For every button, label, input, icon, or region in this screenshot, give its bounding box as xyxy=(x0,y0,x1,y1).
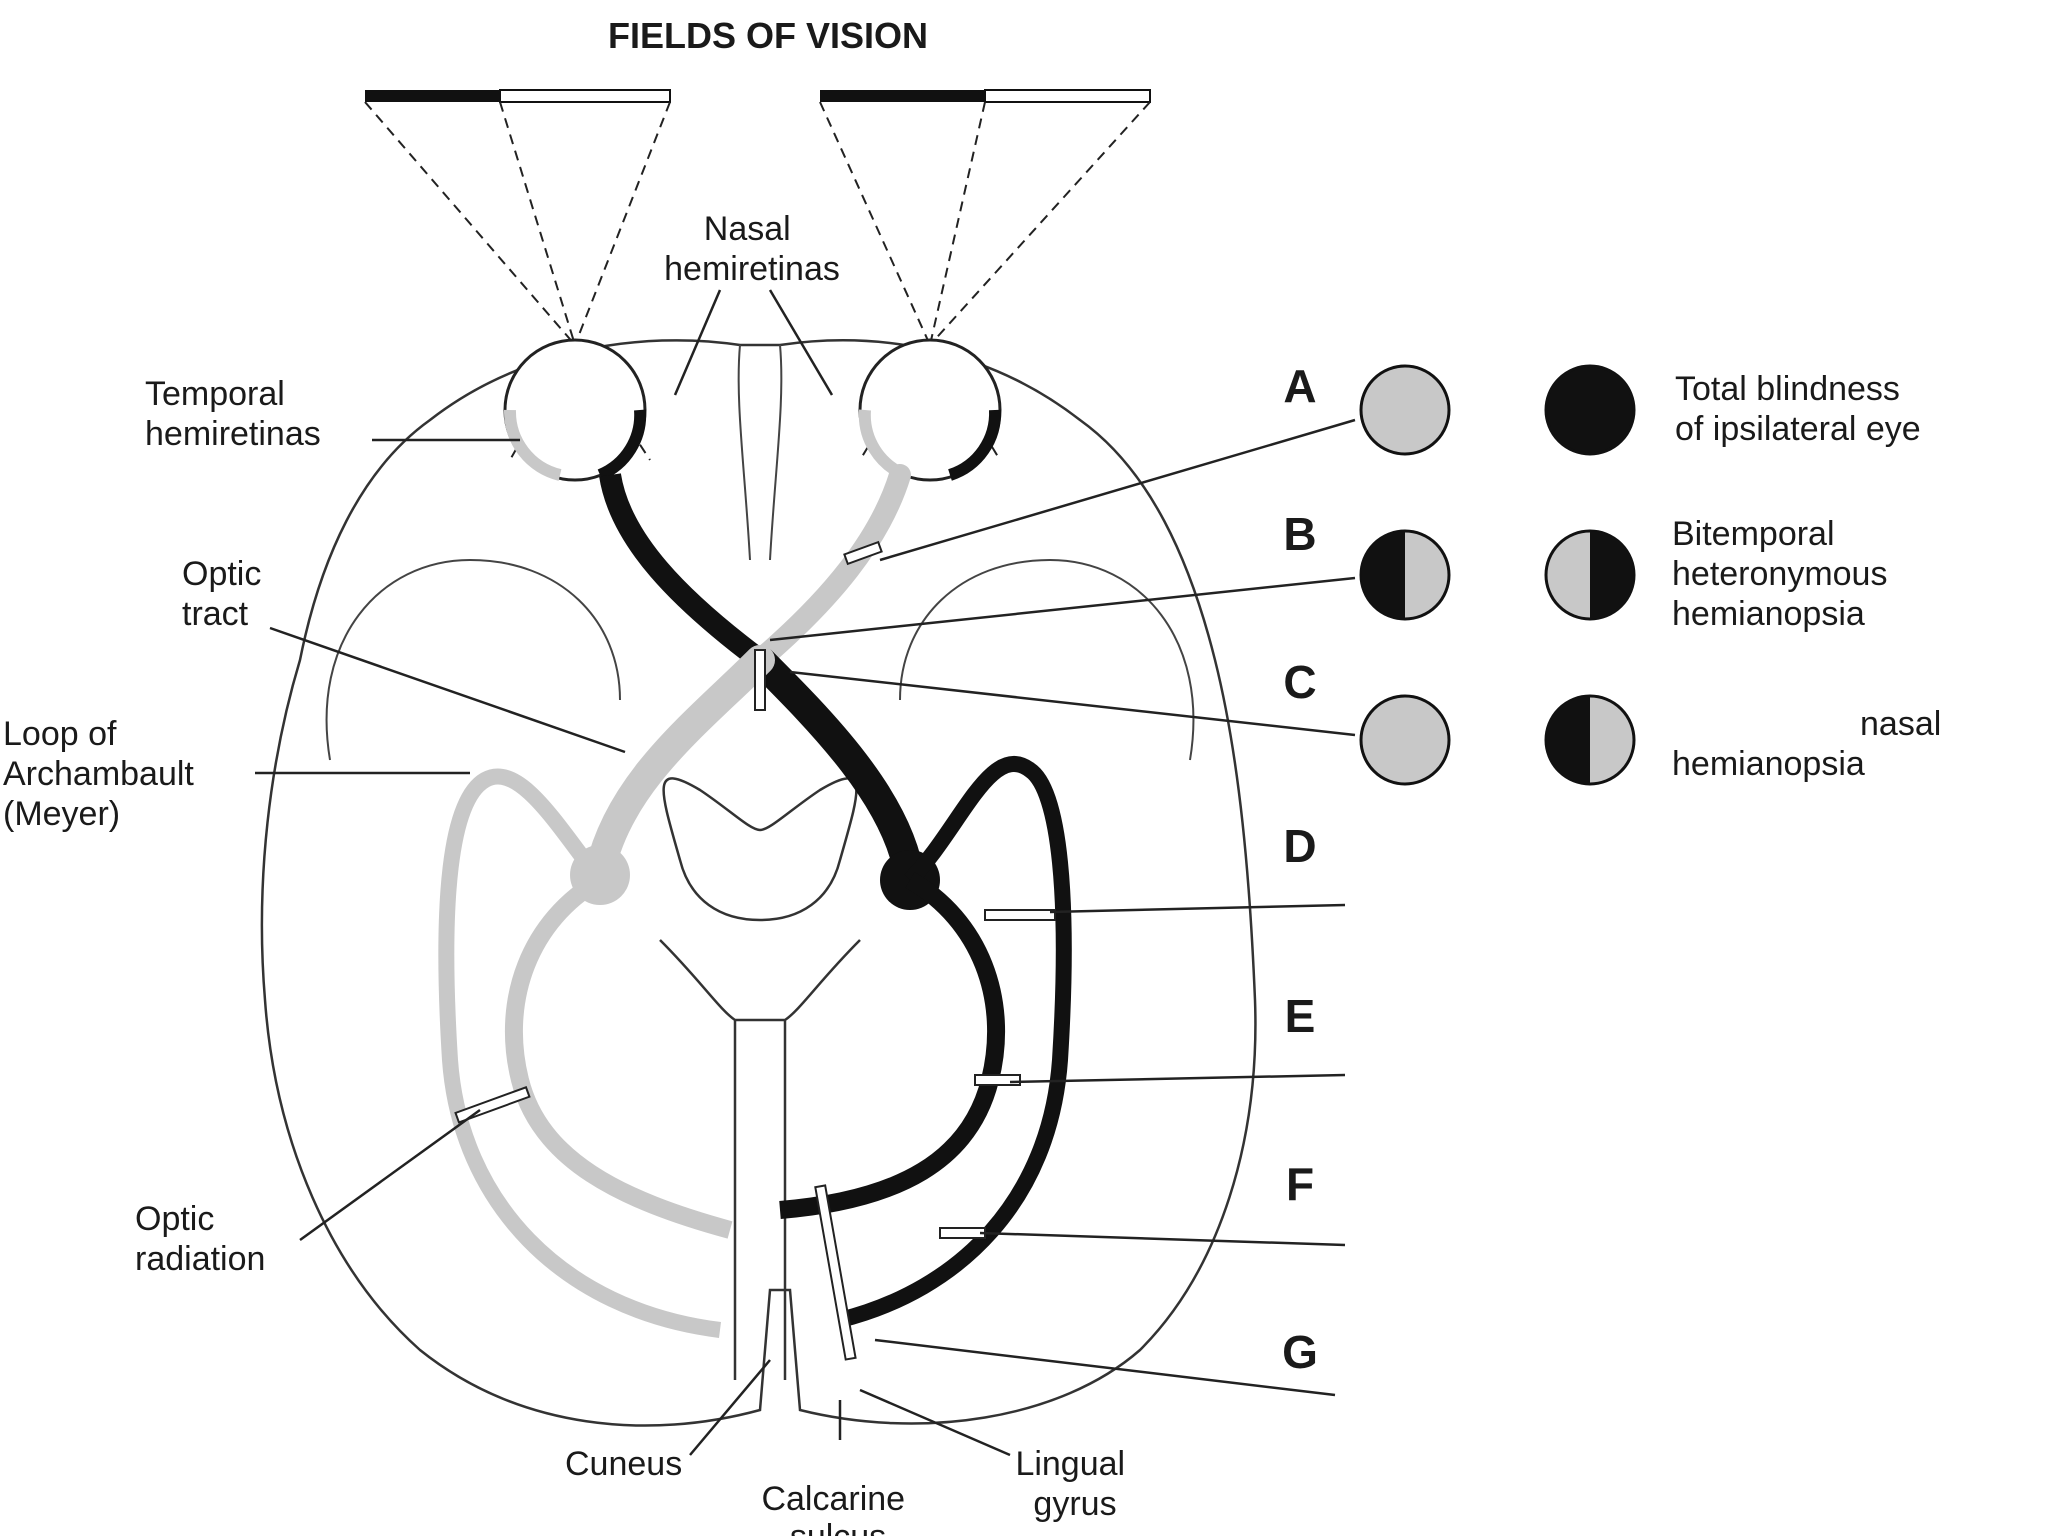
lesion-letter-c: C xyxy=(1283,656,1316,708)
diagram-title: FIELDS OF VISION xyxy=(608,15,928,56)
right-optic-nerve-temporal-fibers xyxy=(749,464,911,671)
brainstem xyxy=(659,939,861,1380)
right-loop-of-meyer xyxy=(838,756,1072,1328)
left-visual-field-bar xyxy=(365,89,671,103)
frontal-gyri xyxy=(737,344,783,561)
lesion-letter-d: D xyxy=(1283,820,1316,872)
field-defect-b xyxy=(1359,529,1636,621)
midbrain xyxy=(662,777,858,922)
temporal-lobe-right xyxy=(899,558,1195,761)
result-c-text: nasal hemianopsia xyxy=(1672,705,1951,783)
lingual-gyrus-label: Lingual gyrus xyxy=(1015,1445,1134,1523)
optic-tract-label: Optic tract xyxy=(182,555,271,633)
calcarine-sulcus-label: Calcarine sulcus xyxy=(761,1480,914,1536)
lesion-markers xyxy=(454,540,1056,1361)
lesion-letter-a: A xyxy=(1283,360,1316,412)
lesion-letter-e: E xyxy=(1285,990,1316,1042)
leader-lines xyxy=(255,289,1356,1457)
lesion-letter-g: G xyxy=(1282,1326,1318,1378)
field-defect-c xyxy=(1359,694,1636,786)
right-eye xyxy=(858,338,1002,482)
left-eye xyxy=(503,338,647,482)
optic-radiation-label: Optic radiation xyxy=(135,1200,265,1278)
nasal-hemiretinas-label: Nasal hemiretinas xyxy=(664,210,840,288)
cuneus-label: Cuneus xyxy=(565,1445,682,1483)
lesion-letter-b: B xyxy=(1283,508,1316,560)
right-visual-field-bar xyxy=(820,89,1151,103)
left-loop-of-meyer xyxy=(438,768,721,1338)
result-b-text: Bitemporal heteronymous hemianopsia xyxy=(1672,515,1897,633)
optic-chiasm-gray-fibers xyxy=(585,645,775,885)
right-upper-radiation xyxy=(779,872,1006,1219)
left-upper-radiation xyxy=(504,872,733,1239)
brain-outline xyxy=(260,339,1257,1427)
left-optic-nerve-nasal-fibers xyxy=(599,473,767,669)
optic-chiasm-black-fibers xyxy=(749,649,925,883)
result-a-text: Total blindness of ipsilateral eye xyxy=(1675,370,1921,448)
loop-of-archambault-label: Loop of Archambault (Meyer) xyxy=(3,715,203,833)
temporal-lobe-left xyxy=(325,558,621,761)
lesion-letter-f: F xyxy=(1286,1158,1314,1210)
field-defect-a xyxy=(1359,364,1636,456)
temporal-hemiretinas-label: Temporal hemiretinas xyxy=(145,375,321,453)
